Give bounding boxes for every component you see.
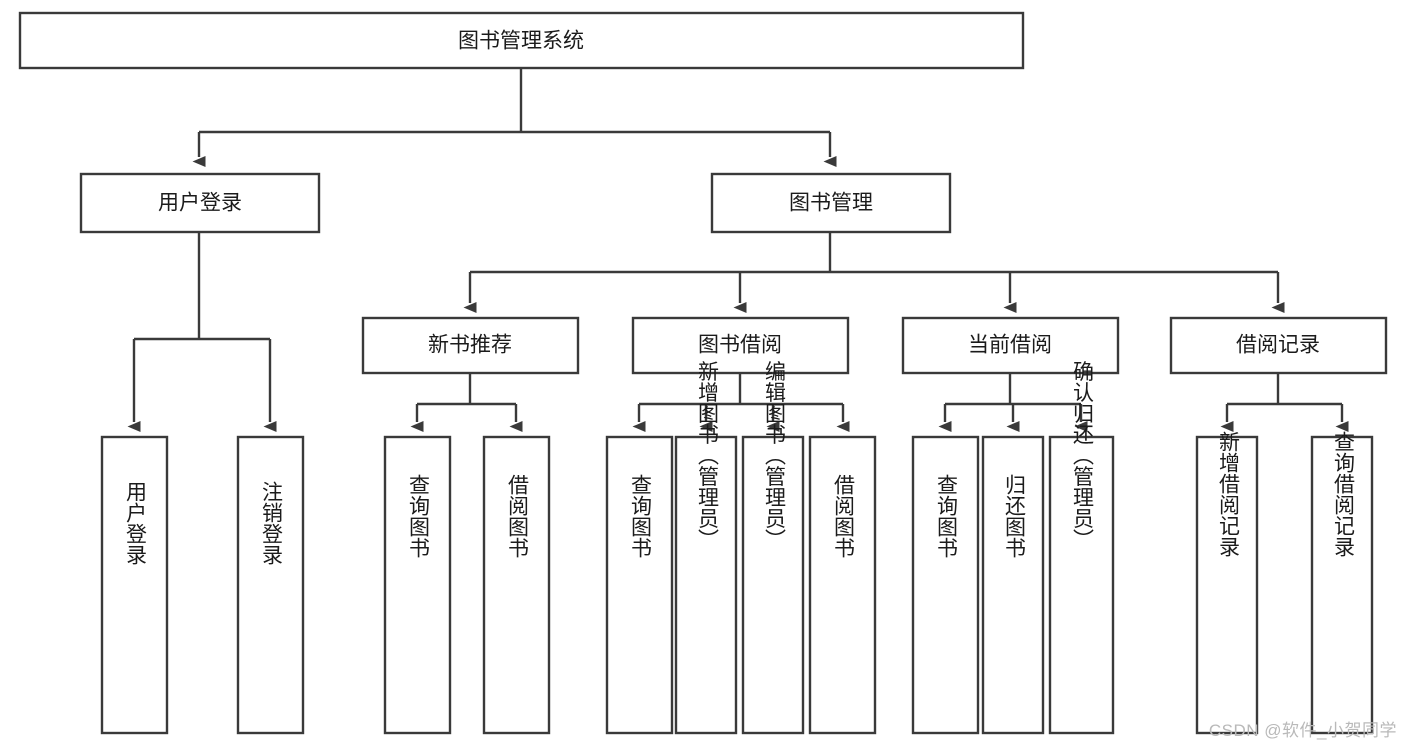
node-leaf-logout-label: 注销登录 — [260, 481, 284, 565]
node-leaf-user-login-label: 用户登录 — [124, 481, 148, 565]
node-leaf-query-book-2[interactable]: 查询图书 — [605, 435, 674, 735]
node-leaf-logout-box[interactable] — [236, 435, 305, 735]
node-leaf-borrow-book-1-label: 借阅图书 — [506, 474, 530, 558]
node-leaf-add-record-label: 新增借阅记录 — [1217, 431, 1241, 557]
node-leaf-query-record-box[interactable] — [1310, 435, 1374, 735]
node-borrow-record-label: 借阅记录 — [1236, 334, 1320, 357]
node-root-label: 图书管理系统 — [458, 30, 584, 53]
node-leaf-confirm-return[interactable]: 确认归还（管理员） — [1048, 361, 1115, 735]
node-current-borrow-box[interactable] — [901, 316, 1120, 375]
node-leaf-add-book-label: 新增图书（管理员） — [696, 361, 720, 550]
node-leaf-user-login-box[interactable] — [100, 435, 169, 735]
node-new-book-rec[interactable]: 新书推荐 — [361, 316, 580, 375]
node-leaf-confirm-return-label: 确认归还（管理员） — [1071, 361, 1095, 550]
node-leaf-query-book-1-label: 查询图书 — [407, 474, 431, 558]
node-leaf-return-book-label: 归还图书 — [1003, 474, 1027, 558]
node-root-box[interactable] — [18, 11, 1025, 70]
node-leaf-query-record-label: 查询借阅记录 — [1332, 431, 1356, 557]
edges-layer — [127, 68, 1349, 432]
node-leaf-query-book-2-box[interactable] — [605, 435, 674, 735]
node-leaf-borrow-book-2[interactable]: 借阅图书 — [808, 435, 877, 735]
node-leaf-add-record-box[interactable] — [1195, 435, 1259, 735]
node-user-login[interactable]: 用户登录 — [79, 172, 321, 234]
node-new-book-rec-label: 新书推荐 — [428, 334, 512, 357]
node-current-borrow[interactable]: 当前借阅 — [901, 316, 1120, 375]
node-book-borrow-box[interactable] — [631, 316, 850, 375]
node-book-manage-label: 图书管理 — [789, 192, 873, 215]
node-leaf-query-record[interactable]: 查询借阅记录 — [1310, 431, 1374, 735]
node-leaf-query-book-3[interactable]: 查询图书 — [911, 435, 980, 735]
node-leaf-edit-book-label: 编辑图书（管理员） — [763, 361, 787, 550]
node-leaf-add-book-box[interactable] — [674, 435, 738, 735]
node-leaf-query-book-1-box[interactable] — [383, 435, 452, 735]
nodes-layer: 图书管理系统 用户登录 图书管理 新书推荐 图书借阅 — [18, 11, 1388, 735]
node-leaf-edit-book-box[interactable] — [741, 435, 805, 735]
node-leaf-add-book[interactable]: 新增图书（管理员） — [674, 361, 738, 735]
node-leaf-borrow-book-1-box[interactable] — [482, 435, 551, 735]
node-user-login-box[interactable] — [79, 172, 321, 234]
node-book-borrow-label: 图书借阅 — [698, 334, 782, 357]
node-book-borrow[interactable]: 图书借阅 — [631, 316, 850, 375]
node-root[interactable]: 图书管理系统 — [18, 11, 1025, 70]
node-leaf-edit-book[interactable]: 编辑图书（管理员） — [741, 361, 805, 735]
node-leaf-borrow-book-1[interactable]: 借阅图书 — [482, 435, 551, 735]
node-leaf-add-record[interactable]: 新增借阅记录 — [1195, 431, 1259, 735]
node-leaf-confirm-return-box[interactable] — [1048, 435, 1115, 735]
node-leaf-query-book-1[interactable]: 查询图书 — [383, 435, 452, 735]
node-current-borrow-label: 当前借阅 — [968, 334, 1052, 357]
node-leaf-query-book-2-label: 查询图书 — [629, 474, 653, 558]
node-leaf-borrow-book-2-label: 借阅图书 — [832, 474, 856, 558]
node-user-login-label: 用户登录 — [158, 192, 242, 215]
csdn-watermark: CSDN @软件_小贺同学 — [1208, 721, 1397, 740]
node-leaf-logout[interactable]: 注销登录 — [236, 435, 305, 735]
node-leaf-user-login[interactable]: 用户登录 — [100, 435, 169, 735]
node-leaf-query-book-3-box[interactable] — [911, 435, 980, 735]
node-leaf-return-book[interactable]: 归还图书 — [981, 435, 1045, 735]
node-borrow-record-box[interactable] — [1169, 316, 1388, 375]
node-book-manage[interactable]: 图书管理 — [710, 172, 952, 234]
node-leaf-borrow-book-2-box[interactable] — [808, 435, 877, 735]
node-book-manage-box[interactable] — [710, 172, 952, 234]
node-new-book-rec-box[interactable] — [361, 316, 580, 375]
node-leaf-query-book-3-label: 查询图书 — [935, 474, 959, 558]
node-leaf-return-book-box[interactable] — [981, 435, 1045, 735]
node-borrow-record[interactable]: 借阅记录 — [1169, 316, 1388, 375]
